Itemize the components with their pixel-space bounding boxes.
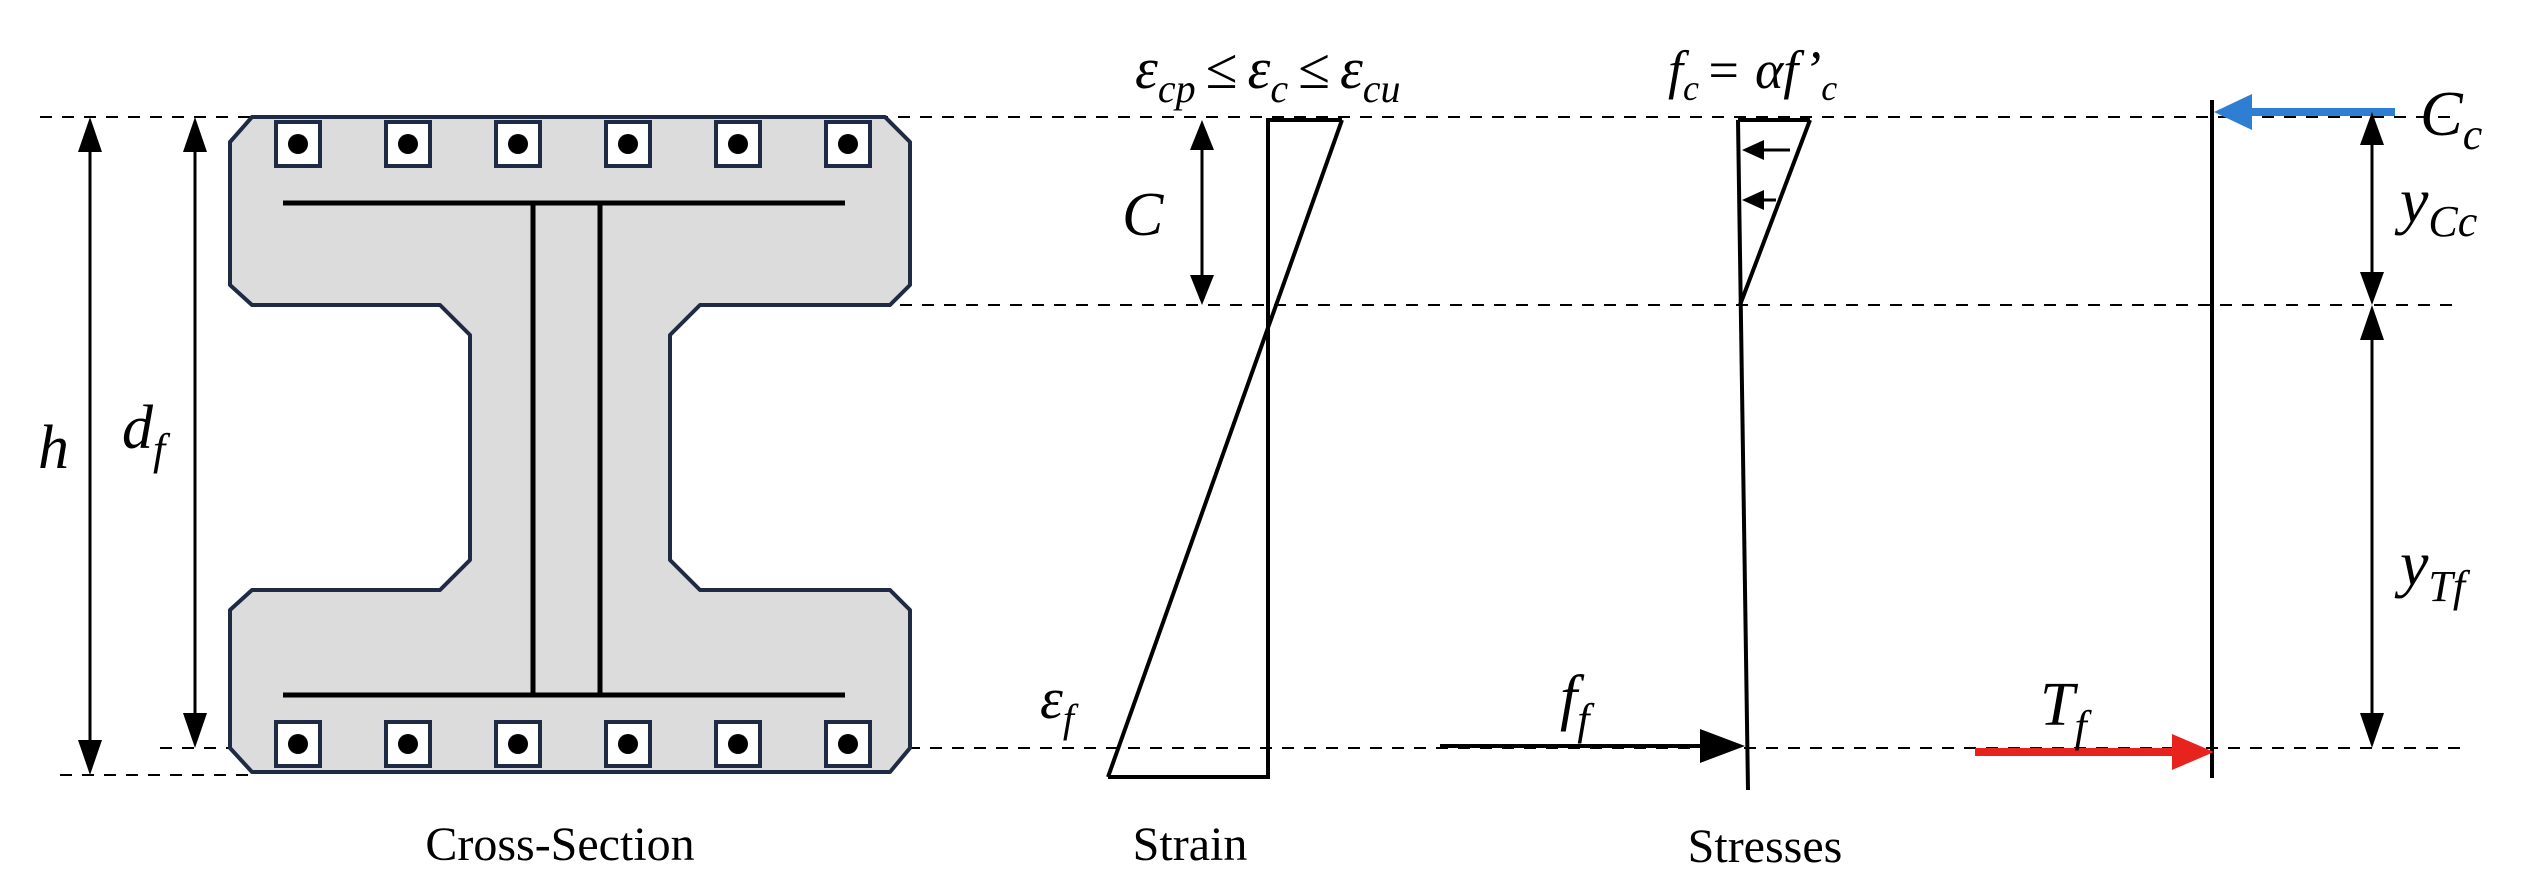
dimension-h [78, 117, 102, 775]
bottom-rebar-bar [508, 734, 528, 754]
dim-df-arrow-top [183, 117, 207, 152]
compression-arrow [2214, 94, 2395, 130]
label-ff: ff [1560, 664, 1595, 744]
dim-h-arrow-bottom [78, 740, 102, 775]
label-ycc: yCc [2394, 165, 2478, 246]
dimension-ytf [2360, 305, 2384, 748]
label-cc: Cc [2420, 78, 2483, 159]
cc-arrow-head [2214, 94, 2252, 130]
dimension-df [183, 117, 207, 748]
label-strain-limits: εcp≤εc≤εcu [1135, 36, 1401, 111]
stress-diagram [1736, 118, 1812, 791]
steel-i-section [283, 200, 845, 698]
label-tf: Tf [2040, 671, 2092, 751]
stress-axis [1736, 119, 1750, 791]
strain-outline [1108, 118, 1342, 779]
label-fc: fc= αf’c [1668, 40, 1837, 108]
stress-arrow-2-head [1742, 190, 1764, 210]
label-c-depth: C [1122, 181, 1164, 249]
dim-c-arrow-top [1190, 120, 1214, 150]
bottom-rebar-bar [838, 734, 858, 754]
label-stresses: Stresses [1688, 820, 1843, 873]
top-rebar-bar [728, 134, 748, 154]
bottom-rebar-box [604, 720, 652, 768]
label-df: df [122, 394, 171, 474]
dim-ycc-arrow-bottom [2360, 272, 2384, 305]
bottom-rebar-bar [288, 734, 308, 754]
strain-diagram [1106, 118, 1344, 779]
bottom-rebar-bar [618, 734, 638, 754]
dim-ytf-arrow-bottom [2360, 713, 2384, 748]
dim-c-arrow-bottom [1190, 275, 1214, 305]
tension-arrow [1975, 734, 2214, 770]
top-rebar-box [824, 120, 872, 168]
top-rebar-bar [288, 134, 308, 154]
ff-arrow-head [1700, 729, 1745, 763]
dim-ycc-arrow-top [2360, 112, 2384, 145]
label-strain: Strain [1133, 818, 1248, 871]
dimension-c [1190, 120, 1214, 305]
label-cross-section: Cross-Section [425, 818, 694, 871]
bottom-rebar-bar [728, 734, 748, 754]
cross-section [228, 115, 912, 774]
tf-arrow-head [2172, 734, 2214, 770]
ff-arrow [1440, 729, 1745, 763]
top-rebar-bar [398, 134, 418, 154]
stress-arrows [1742, 140, 1790, 210]
label-eps-f: εf [1040, 666, 1079, 741]
dimension-ycc [2360, 112, 2384, 305]
bottom-rebar-bar [398, 734, 418, 754]
dim-df-arrow-bottom [183, 713, 207, 748]
bottom-reinforcement [274, 720, 872, 768]
label-ytf: yTf [2394, 528, 2471, 611]
top-rebar-bar [508, 134, 528, 154]
stress-profile [1738, 119, 1812, 306]
top-reinforcement [274, 120, 872, 168]
dim-h-arrow-top [78, 117, 102, 152]
top-rebar-bar [618, 134, 638, 154]
label-h: h [38, 414, 69, 482]
strain-profile [1106, 119, 1344, 778]
stress-arrow-1-head [1742, 140, 1764, 160]
section-outline [228, 115, 912, 774]
top-rebar-bar [838, 134, 858, 154]
dim-ytf-arrow-top [2360, 305, 2384, 340]
